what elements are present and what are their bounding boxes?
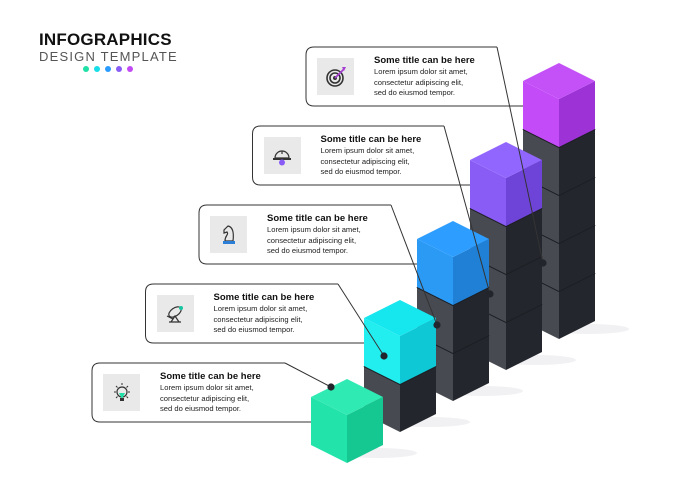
cube-top-face <box>523 63 595 99</box>
cube-left-face <box>311 397 347 463</box>
cube-right-face <box>559 129 595 195</box>
target-arrow-icon <box>317 58 354 95</box>
step-title: Some title can be here <box>320 134 422 145</box>
step-body-line: consectetur adipiscing elit, <box>267 235 357 245</box>
card-outline <box>91 362 311 423</box>
step-title: Some title can be here <box>374 55 475 66</box>
card-outline <box>145 283 364 344</box>
card-outline <box>252 125 470 186</box>
cube-right-face <box>453 335 489 401</box>
header-subtitle: DESIGN TEMPLATE <box>39 49 178 64</box>
cube-right-face <box>559 81 595 147</box>
cube-right-face <box>506 256 542 322</box>
cube-right-face <box>453 287 489 353</box>
step-body-line: consectetur adipiscing elit, <box>213 314 303 324</box>
header-dots <box>83 66 133 72</box>
connector-dot <box>486 290 494 298</box>
cube-right-face <box>559 273 595 339</box>
chess-knight-icon <box>210 216 247 253</box>
step-body-line: sed do eiusmod tempor. <box>320 167 402 176</box>
connector-dot <box>539 259 547 267</box>
telescope-icon <box>156 295 194 332</box>
step-body-line: Lorem ipsum dolor sit amet, <box>160 383 254 392</box>
colored-cube <box>470 142 542 226</box>
connector-line <box>496 46 544 264</box>
step-body-line: consectetur adipiscing elit, <box>374 77 464 87</box>
cube-top-face <box>417 221 489 257</box>
colored-cube <box>364 300 436 384</box>
cube-right-face <box>559 225 595 291</box>
cube-right-face <box>400 318 436 384</box>
cube-right-face <box>559 177 595 243</box>
header-title: INFOGRAPHICS <box>39 30 172 49</box>
cube-right-face <box>400 366 436 432</box>
header-dot <box>94 66 100 72</box>
helmet-gear-icon <box>263 137 301 174</box>
connector-line <box>443 125 491 295</box>
step-title: Some title can be here <box>267 213 368 224</box>
header-dot <box>116 66 122 72</box>
colored-cube <box>523 63 595 147</box>
connector-line <box>337 283 385 357</box>
step-body-line: consectetur adipiscing elit, <box>160 393 250 403</box>
cube-right-face <box>347 397 383 463</box>
step-body-line: sed do eiusmod tempor. <box>267 246 349 255</box>
step-body-line: sed do eiusmod tempor. <box>160 404 242 413</box>
step-body-line: Lorem ipsum dolor sit amet, <box>213 304 308 313</box>
cube-top-face <box>470 142 542 178</box>
step-body-line: Lorem ipsum dolor sit amet, <box>267 225 361 234</box>
cube-left-face <box>523 81 559 147</box>
step-body-line: sed do eiusmod tempor. <box>213 325 295 334</box>
connector-line <box>390 204 438 326</box>
cube-left-face <box>364 318 400 384</box>
card-outline <box>305 46 523 107</box>
header-dot <box>83 66 89 72</box>
connector-dot <box>327 383 335 391</box>
step-body-line: Lorem ipsum dolor sit amet, <box>374 67 468 76</box>
step-body-line: Lorem ipsum dolor sit amet, <box>320 146 415 155</box>
step-title: Some title can be here <box>160 371 261 382</box>
step-body-line: consectetur adipiscing elit, <box>320 156 410 166</box>
header-dot <box>127 66 133 72</box>
cube-top-face <box>364 300 436 336</box>
step-body-line: sed do eiusmod tempor. <box>374 88 456 97</box>
lightbulb-icon <box>103 374 140 411</box>
cube-right-face <box>506 160 542 226</box>
cube-right-face <box>506 304 542 370</box>
cube-left-face <box>470 160 506 226</box>
cube-right-face <box>453 239 489 305</box>
connector-dot <box>380 352 388 360</box>
connector-line <box>284 362 332 388</box>
card-outline <box>198 204 417 265</box>
colored-cube <box>417 221 489 305</box>
header-dot <box>105 66 111 72</box>
cube-left-face <box>417 239 453 305</box>
cube-right-face <box>506 208 542 274</box>
connector-dot <box>433 321 441 329</box>
step-title: Some title can be here <box>213 292 315 303</box>
